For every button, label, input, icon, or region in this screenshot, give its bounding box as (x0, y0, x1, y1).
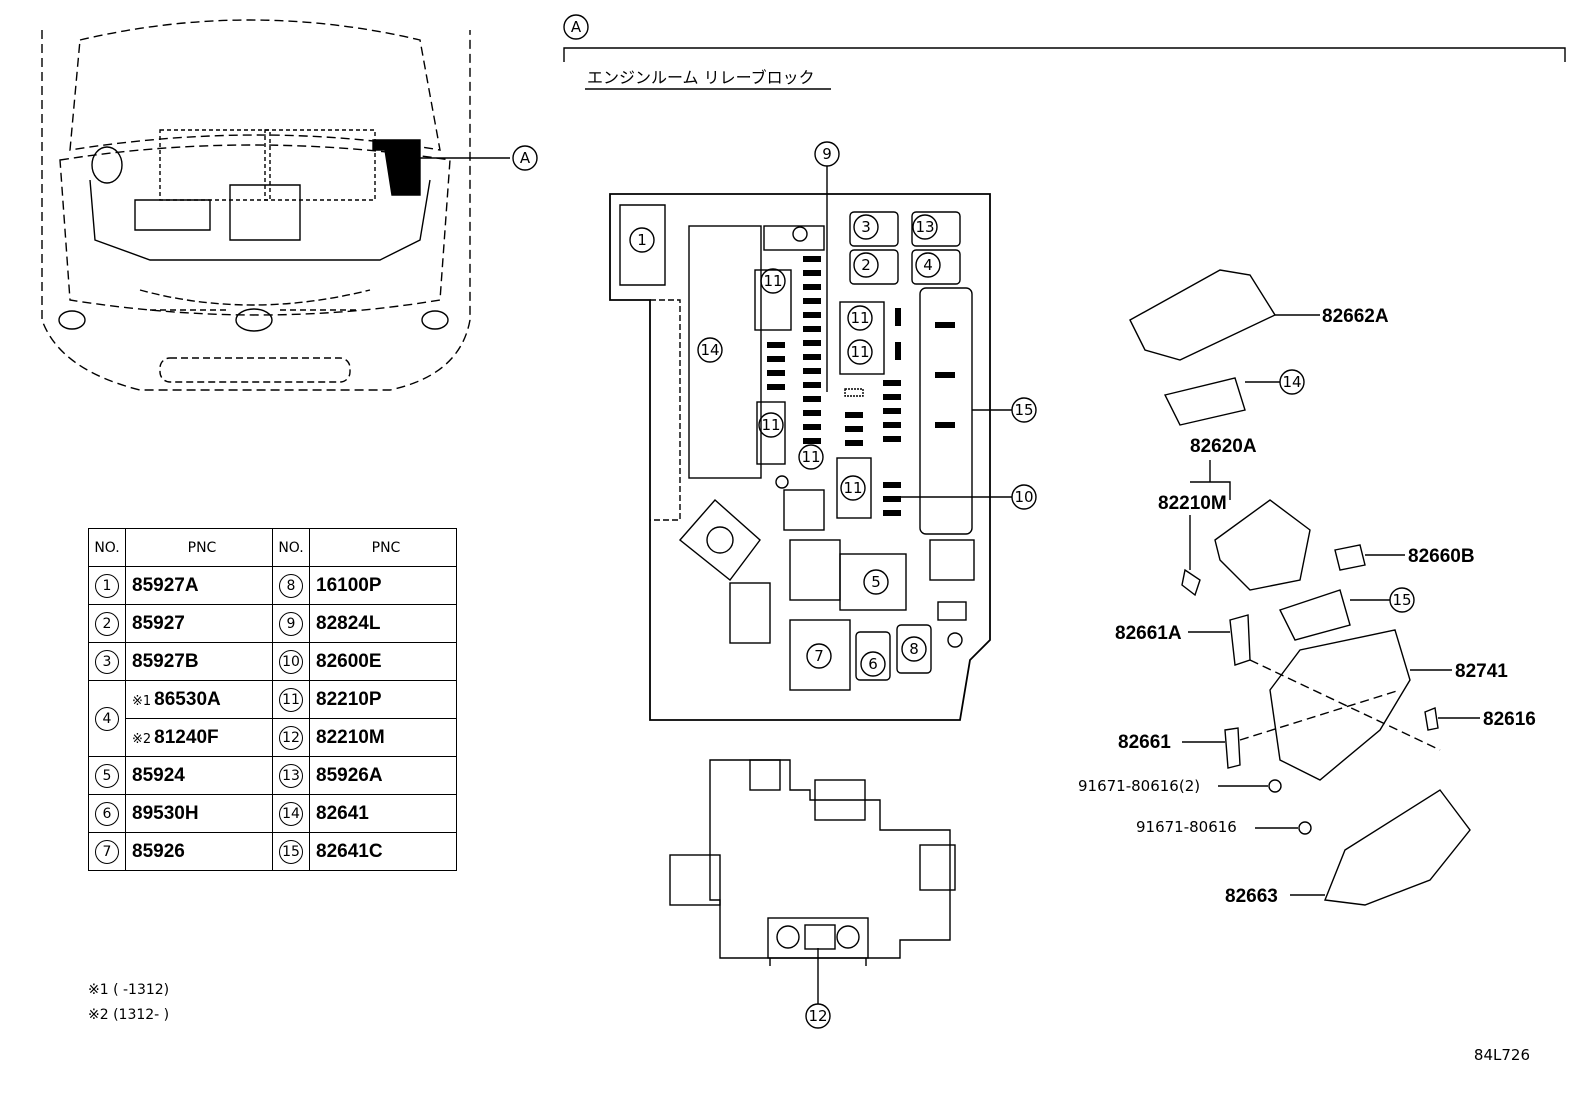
callout-10: 10 (1014, 488, 1033, 506)
header-no-right: NO. (272, 528, 310, 567)
label-82661A: 82661A (1115, 623, 1182, 644)
callout-9: 9 (822, 145, 832, 163)
row-number: 12 (279, 725, 303, 750)
table-row: 3 85927B 10 82600E (88, 642, 457, 681)
callout-11c: 11 (850, 343, 869, 361)
label-82620A: 82620A (1190, 436, 1257, 457)
label-91671-80616: 91671-80616 (1136, 818, 1237, 836)
callout-2: 2 (861, 256, 871, 274)
callout-1: 1 (637, 231, 647, 249)
car-engine-bay-illustration: A (41, 19, 538, 391)
label-82741: 82741 (1455, 661, 1508, 682)
pnc-cell: 82824L (309, 604, 457, 643)
row-number: 8 (279, 573, 303, 598)
label-82210M: 82210M (1158, 493, 1227, 514)
row-number: 1 (95, 573, 119, 598)
row-number: 13 (279, 763, 303, 788)
callout-14: 14 (700, 341, 719, 359)
callout-15: 15 (1014, 401, 1033, 419)
pnc-cell: 85927B (125, 642, 273, 681)
callout-12: 12 (808, 1007, 827, 1025)
pnc-cell: 81240F (154, 726, 219, 748)
table-row: 1 85927A 8 16100P (88, 566, 457, 605)
pnc-cell: 82210M (309, 718, 457, 757)
row-number: 15 (279, 839, 303, 864)
exploded-parts-view: 82662A 14 82620A 82210M 82660B 15 82661A… (1078, 269, 1536, 907)
label-91671-80616-2: 91671-80616(2) (1078, 777, 1200, 795)
footnote-2: ※2 (1312- ) (88, 1007, 170, 1023)
relay-block-top-view (609, 193, 991, 721)
callout-4: 4 (923, 256, 933, 274)
table-row: 7 85926 15 82641C (88, 832, 457, 871)
label-82663: 82663 (1225, 886, 1278, 907)
table-row: 5 85924 13 85926A (88, 756, 457, 795)
section-marker: A (571, 18, 582, 36)
car-callout-marker: A (520, 149, 531, 167)
label-82662A: 82662A (1322, 306, 1389, 327)
section-title: エンジンルーム リレーブロック (587, 68, 815, 87)
header-pnc-left: PNC (125, 528, 273, 567)
pnc-cell: 85926 (125, 832, 273, 871)
callout-11d: 11 (761, 416, 780, 434)
callout-11b: 11 (850, 309, 869, 327)
pnc-cell: 85924 (125, 756, 273, 795)
callout-11a: 11 (763, 272, 782, 290)
row-number: 11 (279, 687, 303, 712)
row-number: 14 (279, 801, 303, 826)
row-number: 6 (95, 801, 119, 826)
label-82661: 82661 (1118, 732, 1171, 753)
callout-5: 5 (871, 573, 881, 591)
callout-3: 3 (861, 218, 871, 236)
pnc-table: NO. PNC NO. PNC 1 85927A 8 16100P 2 8592… (88, 528, 457, 871)
label-82660B: 82660B (1408, 546, 1475, 567)
relay-block-callouts: 1 2 3 4 5 6 7 8 9 10 11 11 11 11 11 11 1… (629, 141, 1037, 677)
table-header-row: NO. PNC NO. PNC (88, 528, 457, 567)
table-row: 6 89530H 14 82641 (88, 794, 457, 833)
pnc-cell: 82641C (309, 832, 457, 871)
exploded-callout-14: 14 (1282, 373, 1301, 391)
drawing-code: 84L726 (1473, 1046, 1530, 1064)
relay-block-side-view: 12 (669, 759, 956, 1029)
pnc-cell: 82210P (309, 680, 457, 719)
row-number: 3 (95, 649, 119, 674)
pnc-cell: 89530H (125, 794, 273, 833)
label-82616: 82616 (1483, 709, 1536, 730)
row-number: 4 (95, 706, 119, 731)
pnc-cell: 82600E (309, 642, 457, 681)
callout-11f: 11 (843, 479, 862, 497)
footnote-mark: ※1 (132, 693, 152, 709)
table-row: 2 85927 9 82824L (88, 604, 457, 643)
row-number: 7 (95, 839, 119, 864)
callout-7: 7 (814, 647, 824, 665)
pnc-cell: 86530A (154, 688, 221, 710)
pnc-cell: 85926A (309, 756, 457, 795)
footnote-1: ※1 ( -1312) (88, 982, 170, 998)
row-number: 5 (95, 763, 119, 788)
callout-11e: 11 (801, 448, 820, 466)
pnc-cell: 16100P (309, 566, 457, 605)
callout-8: 8 (909, 640, 919, 658)
pnc-cell: 85927 (125, 604, 273, 643)
row-number: 10 (279, 649, 303, 674)
pnc-cell: 82641 (309, 794, 457, 833)
callout-6: 6 (868, 655, 878, 673)
callout-13: 13 (915, 218, 934, 236)
exploded-callout-15: 15 (1392, 591, 1411, 609)
row-number: 2 (95, 611, 119, 636)
pnc-cell: 85927A (125, 566, 273, 605)
header-pnc-right: PNC (309, 528, 457, 567)
header-no-left: NO. (88, 528, 126, 567)
row-number: 9 (279, 611, 303, 636)
footnote-mark: ※2 (132, 731, 152, 747)
